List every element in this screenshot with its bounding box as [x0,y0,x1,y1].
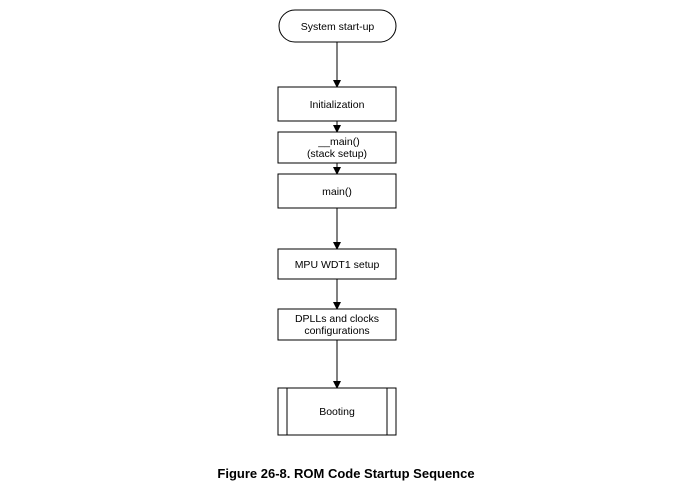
step-dplls-clocks-line1: DPLLs and clocks [295,313,379,325]
figure-caption: Figure 26-8. ROM Code Startup Sequence [217,466,475,481]
step-booting-label: Booting [319,406,355,418]
start-node-label: System start-up [301,21,375,33]
step-main-stack-setup-line1: __main() [317,136,359,148]
step-initialization: Initialization [277,86,397,122]
step-main-stack-setup-line2: (stack setup) [307,148,367,160]
step-main-label: main() [322,186,352,198]
start-node: System start-up [278,9,397,43]
step-dplls-clocks-line2: configurations [304,325,369,337]
step-initialization-label: Initialization [310,99,365,111]
step-booting: Booting [277,387,397,436]
step-dplls-clocks: DPLLs and clocks configurations [277,308,397,341]
step-main: main() [277,173,397,209]
step-mpu-wdt1-setup-label: MPU WDT1 setup [295,259,380,271]
step-main-stack-setup: __main() (stack setup) [277,131,397,164]
step-mpu-wdt1-setup: MPU WDT1 setup [277,248,397,280]
flowchart: System start-up Initialization __main() … [277,9,397,436]
